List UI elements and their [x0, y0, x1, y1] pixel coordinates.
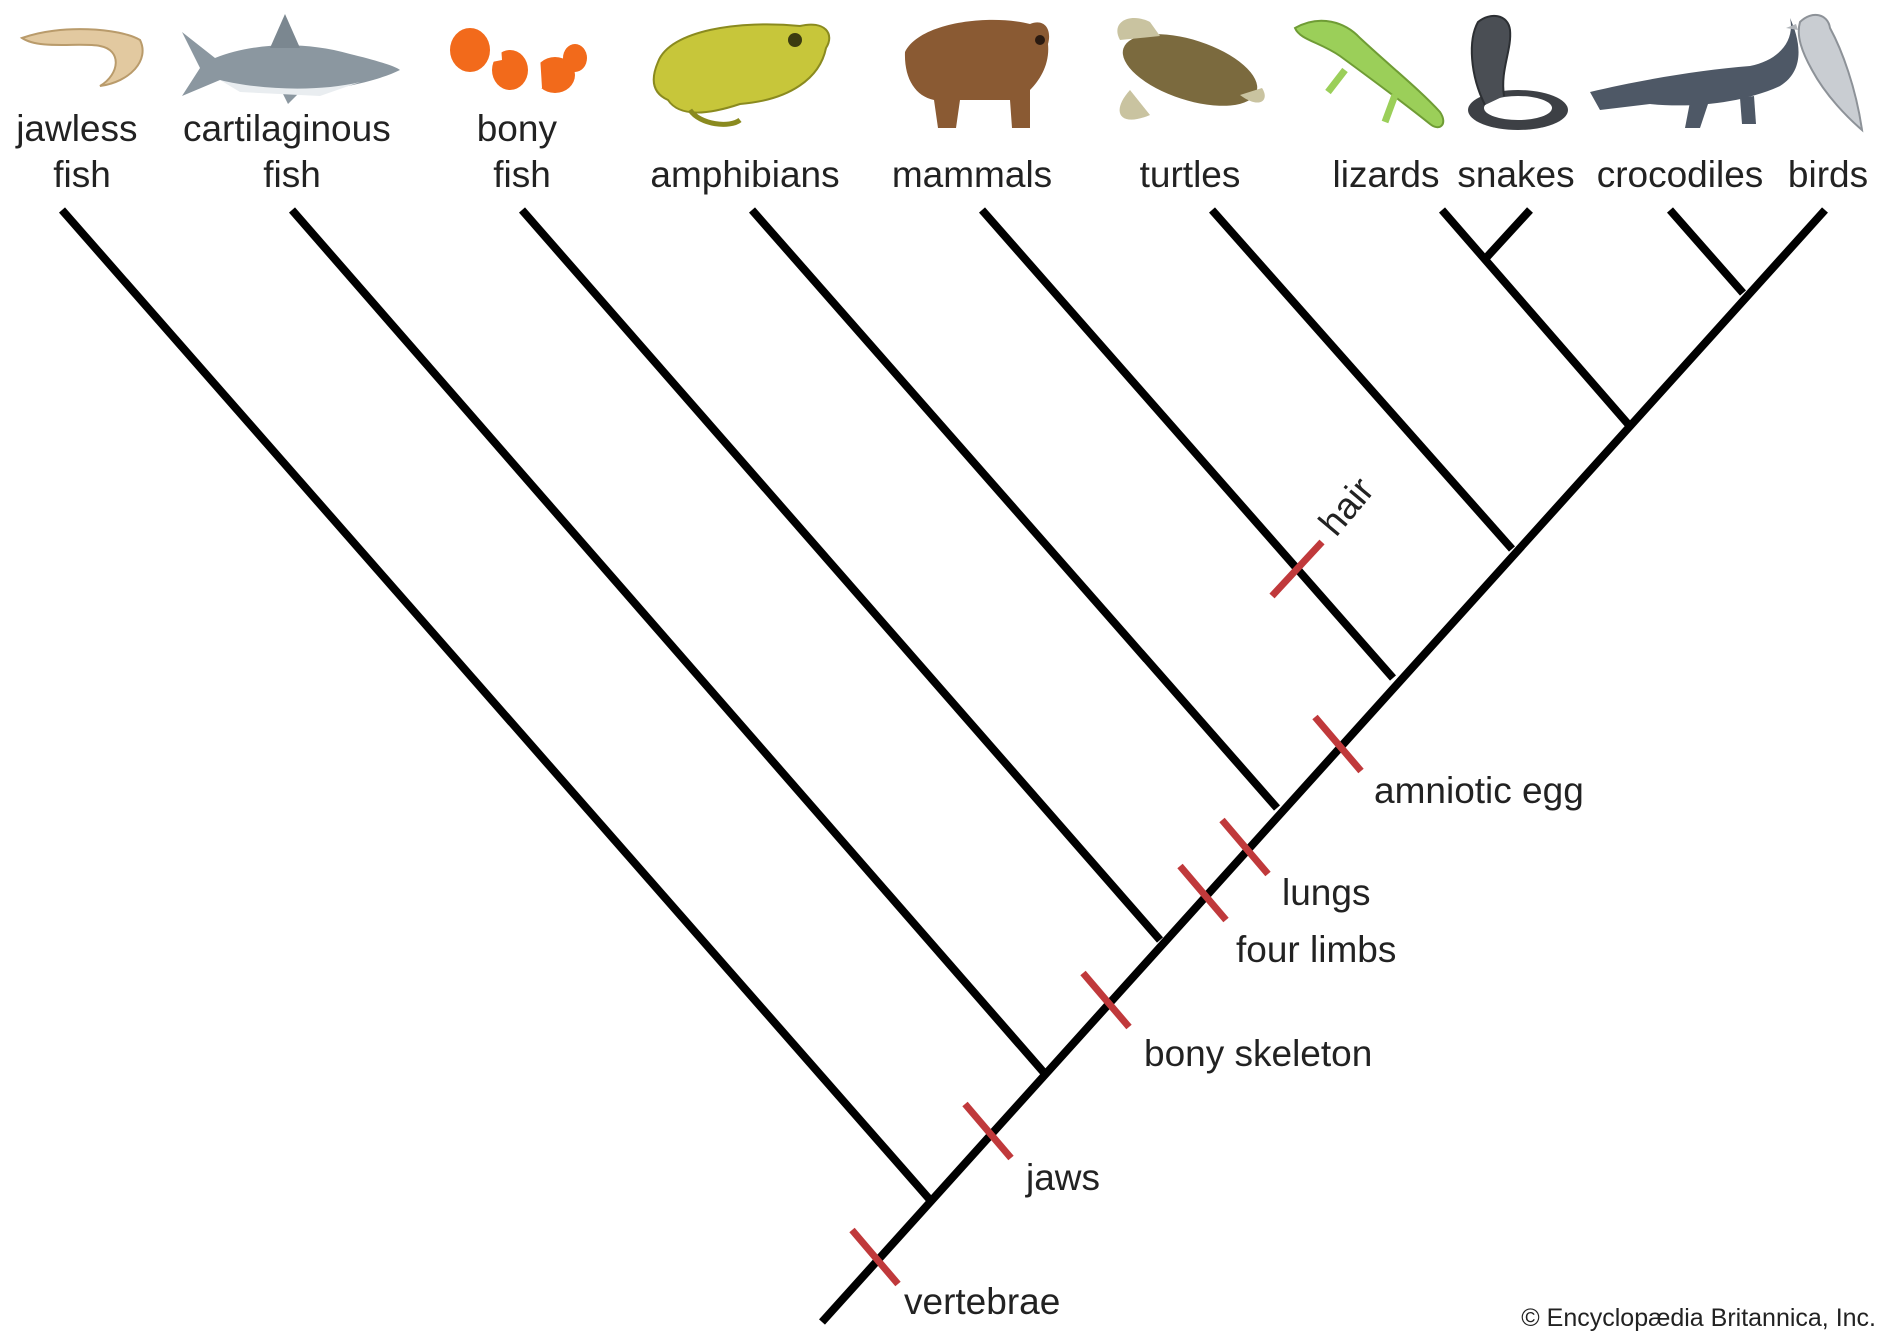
branch-cartilaginous-fish	[292, 210, 1046, 1075]
trait-label-jaws: jaws	[1025, 1157, 1100, 1198]
taxon-label-bony-fish: bony fish	[477, 108, 568, 195]
frog-icon	[654, 24, 830, 124]
branch-amphibians	[752, 210, 1277, 808]
bear-icon	[905, 20, 1049, 128]
trait-label-four-limbs: four limbs	[1236, 929, 1396, 970]
taxon-label-lizards: lizards	[1333, 154, 1440, 195]
branch-bony-fish	[522, 210, 1160, 940]
trait-mark-bony-skeleton	[1083, 973, 1129, 1027]
trait-label-lungs: lungs	[1282, 872, 1370, 913]
taxon-label-turtles: turtles	[1140, 154, 1241, 195]
lizard-icon	[1295, 21, 1443, 127]
crocodile-icon	[1590, 18, 1799, 128]
trait-label-hair: hair	[1311, 470, 1382, 544]
trait-label-vertebrae: vertebrae	[904, 1281, 1060, 1322]
taxon-label-jawless-fish: jawless fish	[15, 108, 148, 195]
branch-squamates	[1442, 210, 1628, 424]
taxon-label-amphibians: amphibians	[650, 154, 839, 195]
taxon-label-snakes: snakes	[1457, 154, 1574, 195]
branch-mammals	[982, 210, 1393, 678]
turtle-icon	[1114, 18, 1266, 120]
shark-icon	[182, 14, 400, 104]
trait-label-amniotic-egg: amniotic egg	[1374, 770, 1584, 811]
snake-icon	[1468, 16, 1568, 130]
taxon-label-cartilaginous-fish: cartilaginous fish	[183, 108, 401, 195]
branch-snakes	[1486, 210, 1530, 258]
taxon-label-crocodiles: crocodiles	[1597, 154, 1764, 195]
copyright-credit: © Encyclopædia Britannica, Inc.	[1521, 1304, 1876, 1332]
clownfish-icon	[450, 28, 587, 93]
bird-icon	[1786, 15, 1862, 130]
taxon-label-birds: birds	[1788, 154, 1868, 195]
taxon-label-mammals: mammals	[892, 154, 1052, 195]
branch-crocodiles	[1670, 210, 1743, 293]
branch-jawless-fish	[62, 210, 931, 1201]
eel-icon	[22, 29, 143, 86]
trait-label-bony-skeleton: bony skeleton	[1144, 1033, 1372, 1074]
trunk-branch	[822, 210, 1825, 1322]
